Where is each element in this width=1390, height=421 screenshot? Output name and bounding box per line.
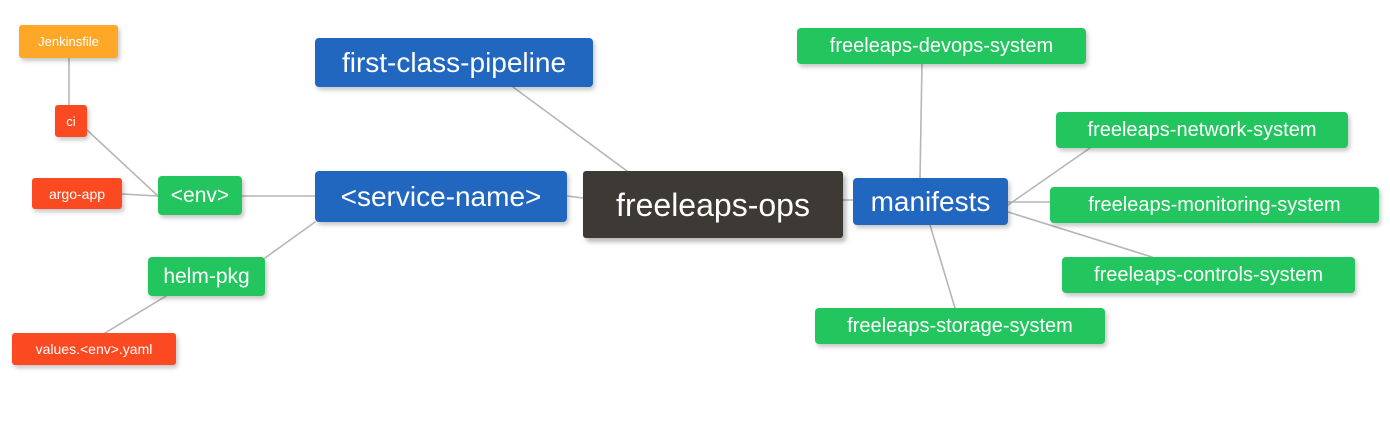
mindmap-node-freeleaps-devops-system[interactable]: freeleaps-devops-system xyxy=(797,28,1086,64)
mindmap-node-values-env-yaml[interactable]: values.<env>.yaml xyxy=(12,333,176,365)
mindmap-node-manifests[interactable]: manifests xyxy=(853,178,1008,225)
mindmap-node-ci[interactable]: ci xyxy=(55,105,87,137)
mindmap-node-freeleaps-controls-system[interactable]: freeleaps-controls-system xyxy=(1062,257,1355,293)
edge-manifests-to-freeleaps-devops-system xyxy=(919,63,923,179)
mindmap-node-argo-app[interactable]: argo-app xyxy=(32,178,122,209)
mindmap-node-jenkinsfile[interactable]: Jenkinsfile xyxy=(19,25,118,58)
edge-first-class-pipeline-to-freeleaps-ops xyxy=(512,86,628,172)
edge-service-name-to-helm-pkg xyxy=(264,221,316,259)
mindmap-node-env[interactable]: <env> xyxy=(158,176,242,215)
mindmap-node-first-class-pipeline[interactable]: first-class-pipeline xyxy=(315,38,593,87)
edge-argo-app-to-env xyxy=(121,193,159,197)
mindmap-node-service-name[interactable]: <service-name> xyxy=(315,171,567,222)
mindmap-node-freeleaps-monitoring-system[interactable]: freeleaps-monitoring-system xyxy=(1050,187,1379,223)
edge-helm-pkg-to-values-env-yaml xyxy=(104,295,167,334)
mindmap-node-freeleaps-ops[interactable]: freeleaps-ops xyxy=(583,171,843,238)
mindmap-node-helm-pkg[interactable]: helm-pkg xyxy=(148,257,265,296)
mindmap-node-freeleaps-storage-system[interactable]: freeleaps-storage-system xyxy=(815,308,1105,344)
edge-manifests-to-freeleaps-storage-system xyxy=(929,224,956,309)
edge-service-name-to-freeleaps-ops xyxy=(566,195,584,199)
mindmap-node-freeleaps-network-system[interactable]: freeleaps-network-system xyxy=(1056,112,1348,148)
